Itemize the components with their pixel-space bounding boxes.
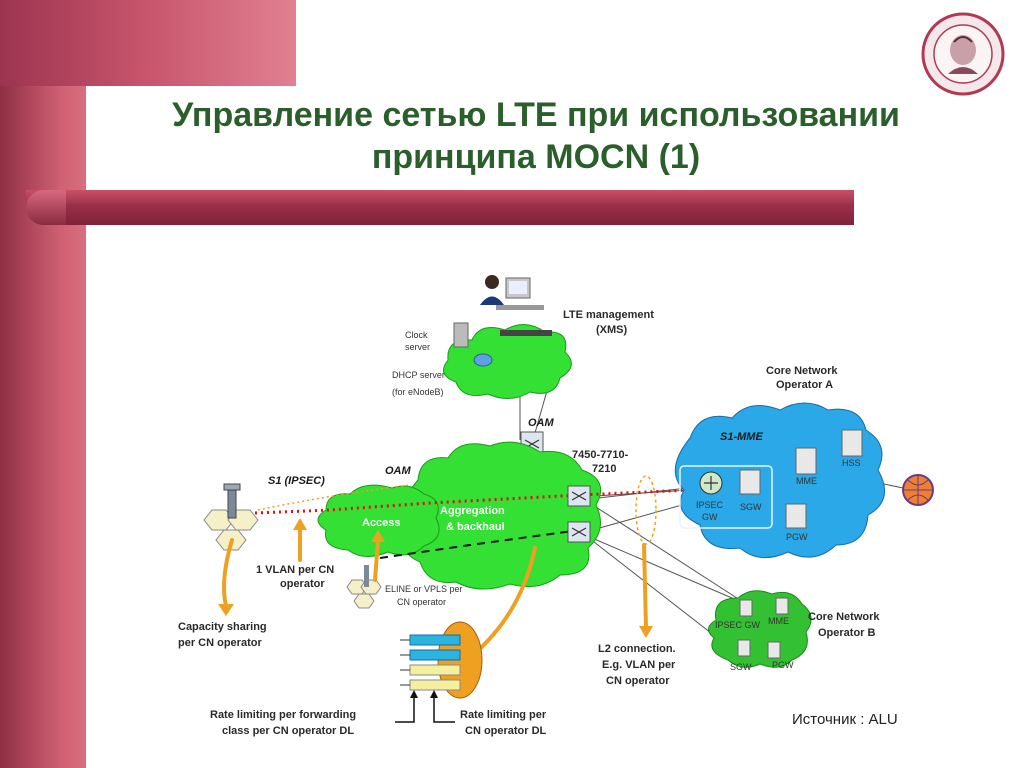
pgw-b-label: PGW (772, 660, 794, 670)
rate-forwarding-label-2: class per CN operator DL (222, 725, 354, 737)
orange-arrows (222, 526, 648, 666)
hss-server-icon (841, 429, 863, 457)
ipsec-gw-b-server-icon (739, 599, 753, 617)
clock-server-icon (453, 322, 469, 348)
rate-cn-label-1: Rate limiting per (460, 709, 547, 721)
management-cloud (443, 322, 572, 399)
vlan-label-1: 1 VLAN per CN (256, 564, 334, 576)
clock-server-label-2: server (405, 342, 430, 352)
rate-limiting-pointers (395, 695, 455, 723)
rate-limiting-device-icon (400, 621, 483, 699)
mme-b-server-icon (775, 597, 789, 615)
pgw-a-label: PGW (786, 532, 808, 542)
title-line-1: Управление сетью LTE при использовании (172, 96, 900, 134)
core-b-label-1: Core Network (808, 611, 880, 623)
router-model-label-2: 7210 (592, 463, 616, 475)
l2-connection-label-1: L2 connection. (598, 643, 676, 655)
l2-connection-label-3: CN operator (606, 675, 670, 687)
s1-mme-label: S1-MME (720, 431, 763, 443)
sgw-a-label: SGW (740, 502, 762, 512)
left-decor-band (0, 0, 86, 768)
aggregation-label-1: Aggregation (440, 505, 505, 517)
core-a-label-1: Core Network (766, 365, 838, 377)
clock-server-label-1: Clock (405, 330, 428, 340)
slide-title: Управление сетью LTE при использовании п… (86, 86, 986, 186)
ipsec-gw-a-label-2: GW (702, 512, 718, 522)
core-network-a-cloud (674, 402, 886, 559)
dhcp-server-label-1: DHCP server (392, 370, 445, 380)
top-decor-block (0, 0, 296, 86)
sgw-b-label: SGW (730, 662, 752, 672)
vlan-label-2: operator (280, 578, 325, 590)
oam-orange-dotted-path (257, 484, 411, 511)
rate-arrowhead-right (430, 690, 438, 698)
dhcp-server-label-2: (for eNodeB) (392, 387, 444, 397)
access-cloud (317, 484, 440, 557)
pgw-a-server-icon (785, 503, 807, 529)
mme-a-label: MME (796, 476, 817, 486)
title-underline-bar (26, 190, 854, 225)
core-a-label-2: Operator A (776, 379, 833, 391)
capacity-label-1: Capacity sharing (178, 621, 267, 633)
aggregation-cloud (401, 441, 602, 590)
core-b-label-2: Operator B (818, 627, 876, 639)
internet-globe-icon (883, 474, 934, 506)
dhcp-server-icon (473, 353, 493, 367)
eline-label-2: CN operator (397, 597, 446, 607)
lte-management-label-2: (XMS) (596, 324, 628, 336)
hss-label: HSS (842, 458, 861, 468)
eline-label-1: ELINE or VPLS per (385, 584, 463, 594)
sgw-a-server-icon (739, 469, 761, 495)
router-switch-top (567, 485, 591, 507)
s1-mme-inner-box (679, 465, 773, 529)
title-bar-cap (26, 190, 66, 225)
ipsec-gw-a-label-1: IPSEC (696, 500, 724, 510)
xms-server-icon (500, 330, 552, 336)
l2-connection-marker (635, 475, 657, 545)
rate-arrowhead-left (410, 690, 418, 698)
lte-management-label-1: LTE management (563, 309, 654, 321)
rate-forwarding-label-1: Rate limiting per forwarding (210, 709, 356, 721)
operator-workstation-icon (480, 275, 544, 310)
title-line-2: принципа MOCN (1) (371, 138, 701, 176)
oam-top-label: OAM (528, 417, 555, 429)
access-label: Access (362, 517, 401, 529)
enodeb-small-icon (346, 565, 382, 609)
router-switch-bottom (567, 521, 591, 543)
source-caption: Источник : ALU (792, 711, 898, 728)
mme-a-server-icon (795, 447, 817, 475)
ipsec-gw-a-icon (699, 471, 723, 495)
rate-cn-label-2: CN operator DL (465, 725, 547, 737)
university-emblem (921, 12, 1005, 96)
s1-ipsec-label: S1 (IPSEC) (268, 475, 325, 487)
oam-left-label: OAM (385, 465, 412, 477)
s1-red-dotted-path (254, 458, 846, 515)
capacity-label-2: per CN operator (178, 637, 262, 649)
aggregation-label-2: & backhaul (446, 521, 505, 533)
mme-b-label: MME (768, 616, 789, 626)
pgw-b-server-icon (767, 641, 781, 659)
l2-connection-label-2: E.g. VLAN per (602, 659, 676, 671)
router-model-label-1: 7450-7710- (572, 449, 629, 461)
eline-dashed-path (379, 529, 581, 559)
sgw-b-server-icon (737, 639, 751, 657)
ipsec-gw-b-label: IPSEC GW (715, 620, 761, 630)
